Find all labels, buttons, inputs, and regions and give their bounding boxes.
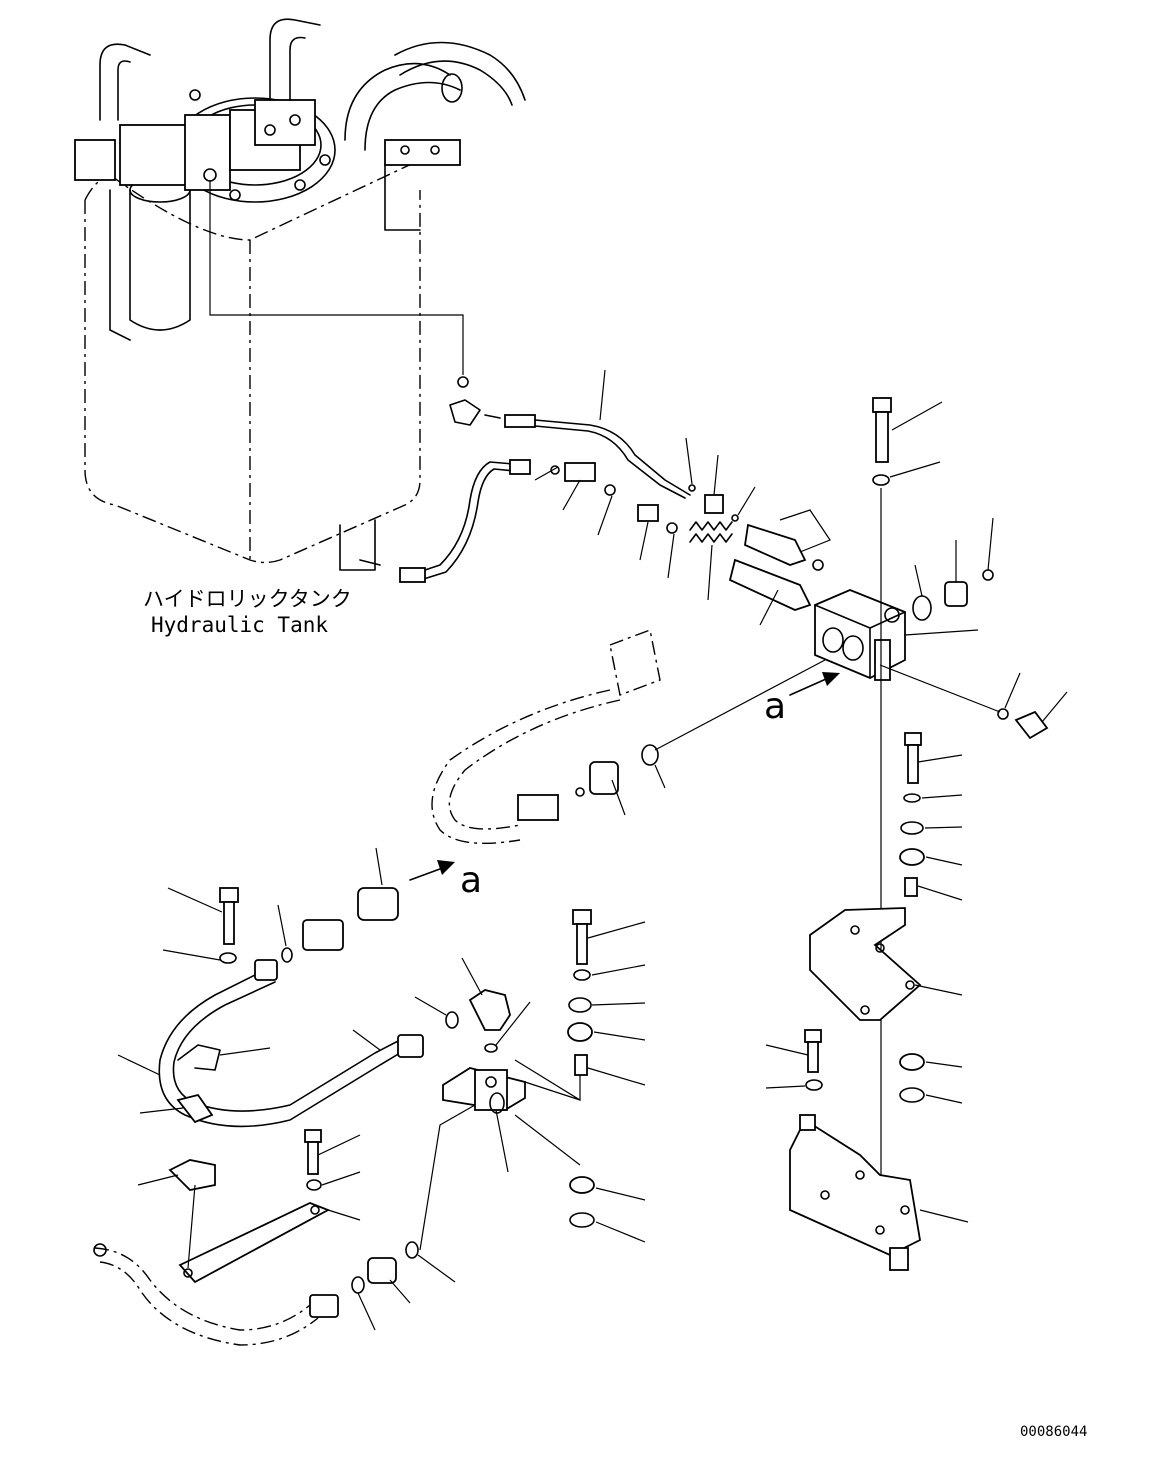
- drawing-number: 00086044: [1020, 1424, 1087, 1440]
- upper-hose-assembly: [399, 369, 831, 626]
- hydraulic-tank: [74, 18, 526, 571]
- right-bolt-stack: [765, 732, 969, 1271]
- center-hose: [431, 629, 826, 844]
- center-bolt-stack: [514, 909, 646, 1243]
- view-callout-upper: a: [764, 686, 786, 727]
- valve-block: a: [764, 397, 1068, 1235]
- tank-label-english: Hydraulic Tank: [151, 613, 328, 637]
- tank-label-japanese: ハイドロリックタンク: [143, 587, 352, 611]
- tank-label: ハイドロリックタンク Hydraulic Tank: [143, 587, 352, 637]
- center-block: [414, 957, 581, 1251]
- view-callout-lower: a: [460, 860, 482, 901]
- lower-hose-assembly: a: [93, 847, 482, 1346]
